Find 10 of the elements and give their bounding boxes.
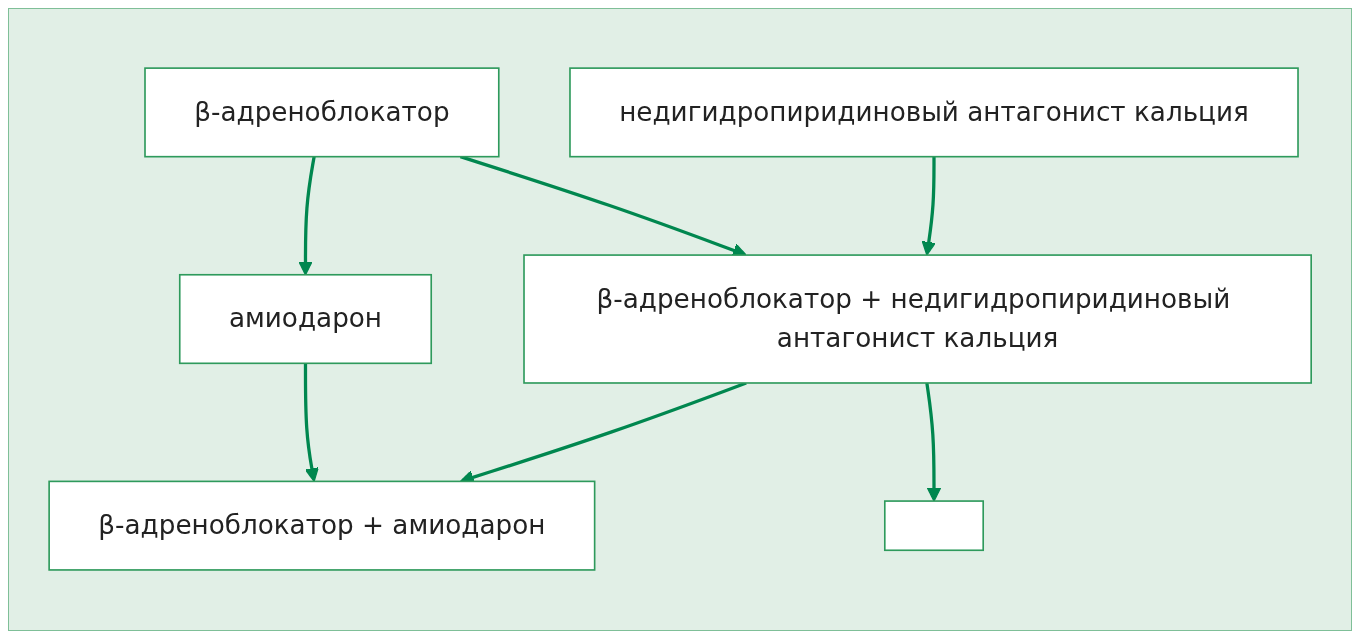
node-box: амиодарон	[178, 274, 432, 365]
node-box: недигидропиридиновый антагонист кальция	[569, 67, 1299, 158]
arrow	[298, 156, 316, 276]
node-box: β-адреноблокатор + недигидропиридиновый антагонист кальция	[523, 254, 1312, 385]
arrow	[925, 383, 942, 503]
node-box: β-адреноблокатор	[144, 67, 500, 158]
node-box: β-адреноблокатор + амиодарон	[48, 481, 596, 572]
arrow	[921, 157, 936, 257]
arrow	[303, 363, 319, 483]
node-box	[883, 500, 984, 552]
